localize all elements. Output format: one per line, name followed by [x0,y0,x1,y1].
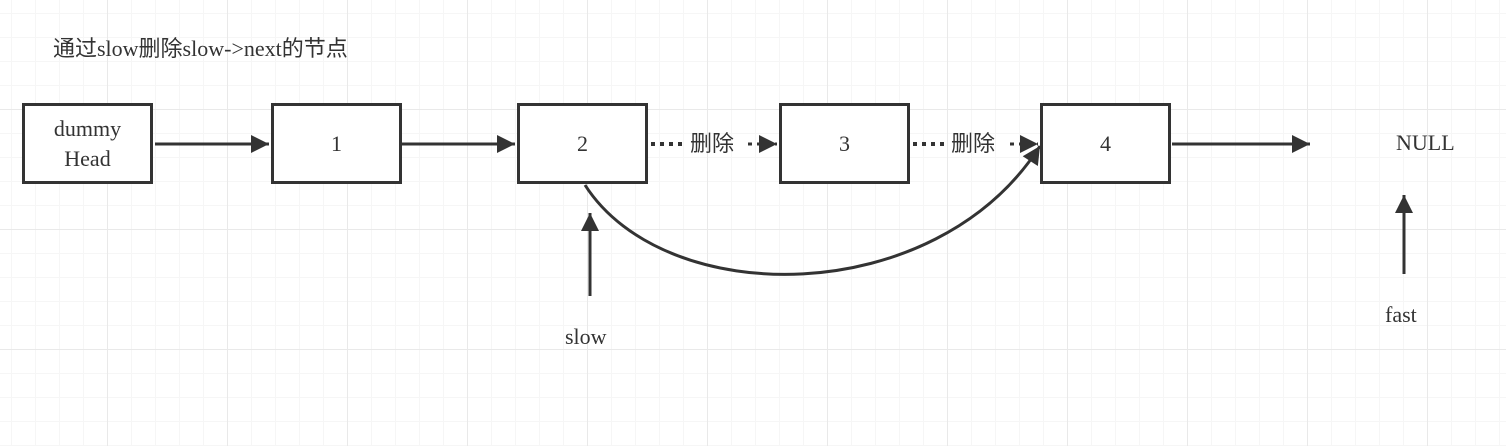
node-dummy-head: dummy Head [22,103,153,184]
edge-2-to-4-bypass-curve [583,145,1042,276]
node-3: 3 [779,103,910,184]
diagram-title: 通过slow删除slow->next的节点 [53,36,348,61]
edge-label-delete-3-4: 删除 [951,131,996,156]
node-dummy-label-line2: Head [64,145,111,171]
node-4-label: 4 [1100,130,1111,156]
null-label: NULL [1396,130,1455,155]
fast-pointer-label: fast [1385,302,1417,327]
node-3-label: 3 [839,130,850,156]
node-4: 4 [1040,103,1171,184]
node-2: 2 [517,103,648,184]
node-1-label: 1 [331,130,342,156]
node-2-label: 2 [577,130,588,156]
edge-label-delete-2-3: 删除 [690,131,735,156]
slow-pointer-label: slow [565,324,607,349]
node-1: 1 [271,103,402,184]
node-dummy-label-line1: dummy [53,115,122,141]
